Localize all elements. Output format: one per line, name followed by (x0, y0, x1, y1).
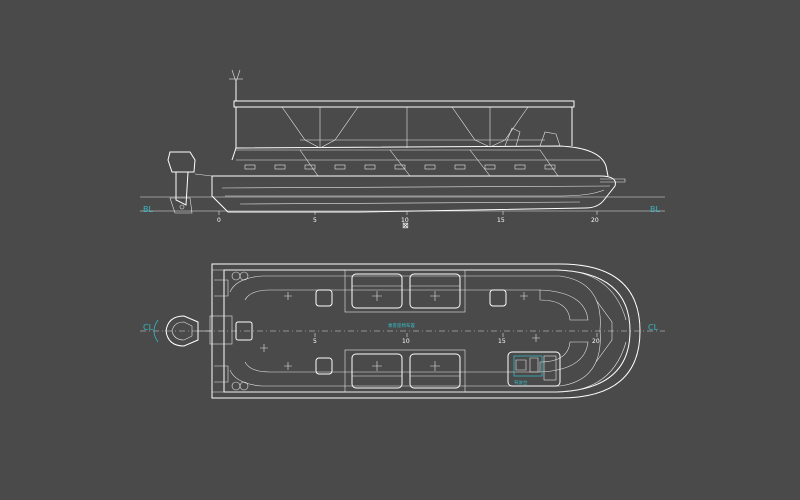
gunwale (231, 145, 609, 177)
seat-port-1 (351, 273, 403, 309)
helm-console-plan: 驾驶台 (507, 351, 561, 387)
stern-fittings (214, 271, 249, 391)
outboard-motor-plan (153, 315, 212, 347)
seat-stbd-2 (409, 353, 461, 389)
bench-sweep (229, 275, 601, 387)
side-windows (244, 164, 556, 170)
pontoon-starboard (212, 341, 627, 393)
baseline-label-right: BL (650, 205, 660, 214)
deck-panel-1 (236, 149, 319, 177)
midship-symbol: ⊠ (402, 221, 409, 230)
deck-panel-3 (390, 149, 491, 177)
hull-chine (221, 185, 611, 189)
seat-block-port (344, 269, 466, 313)
plan-tick-10: 10 (402, 338, 410, 345)
hatch-1 (315, 289, 333, 307)
console-note: 驾驶台 (514, 379, 528, 386)
hull-strake (225, 189, 605, 197)
side-tick-20: 20 (591, 217, 599, 224)
deck-outline (211, 263, 641, 399)
hull-keel-line (239, 201, 581, 205)
center-note: 乘客座椅布置 (388, 322, 415, 329)
hull (211, 175, 616, 213)
centerline-label-right: CL (648, 323, 659, 332)
stern-box (235, 321, 253, 341)
bow-rail-tip (600, 178, 626, 183)
plan-view: CL CL (140, 263, 665, 399)
bow-seat-starboard (539, 341, 589, 373)
side-view: BL BL (140, 69, 665, 230)
side-tick-15: 15 (497, 217, 505, 224)
seat-stbd-1 (351, 353, 403, 389)
centerline-label-left: CL (143, 323, 154, 332)
baseline-label-left: BL (143, 205, 153, 214)
plan-tick-20: 20 (592, 338, 600, 345)
hatch-3 (315, 357, 333, 375)
antenna-icon (231, 69, 241, 83)
hatch-2 (489, 289, 507, 307)
stern-well (209, 315, 233, 345)
seat-port-2 (409, 273, 461, 309)
outboard-motor-side (167, 151, 213, 214)
side-frame-ticks: 0 5 10 15 20 (217, 211, 599, 224)
seat-block-starboard (344, 349, 466, 393)
side-tick-0: 0 (217, 217, 221, 224)
plan-tick-15: 15 (498, 338, 506, 345)
bench-inner-starboard (244, 361, 540, 373)
plan-tick-5: 5 (313, 338, 317, 345)
bow-gate (595, 299, 613, 363)
canopy (229, 69, 575, 149)
side-tick-5: 5 (313, 217, 317, 224)
deck-panel-4 (470, 149, 559, 177)
deck-panel-2 (300, 149, 411, 177)
helm-console (539, 131, 561, 147)
plan-frame-ticks: 5 10 15 20 (313, 333, 600, 345)
cleat-markers (260, 292, 540, 370)
helm-seat (504, 127, 521, 147)
side-tick-10: 10 (401, 217, 409, 224)
bench-inner-port (244, 289, 540, 301)
pontoon-port (212, 269, 627, 321)
bow-seat-port (539, 289, 589, 321)
